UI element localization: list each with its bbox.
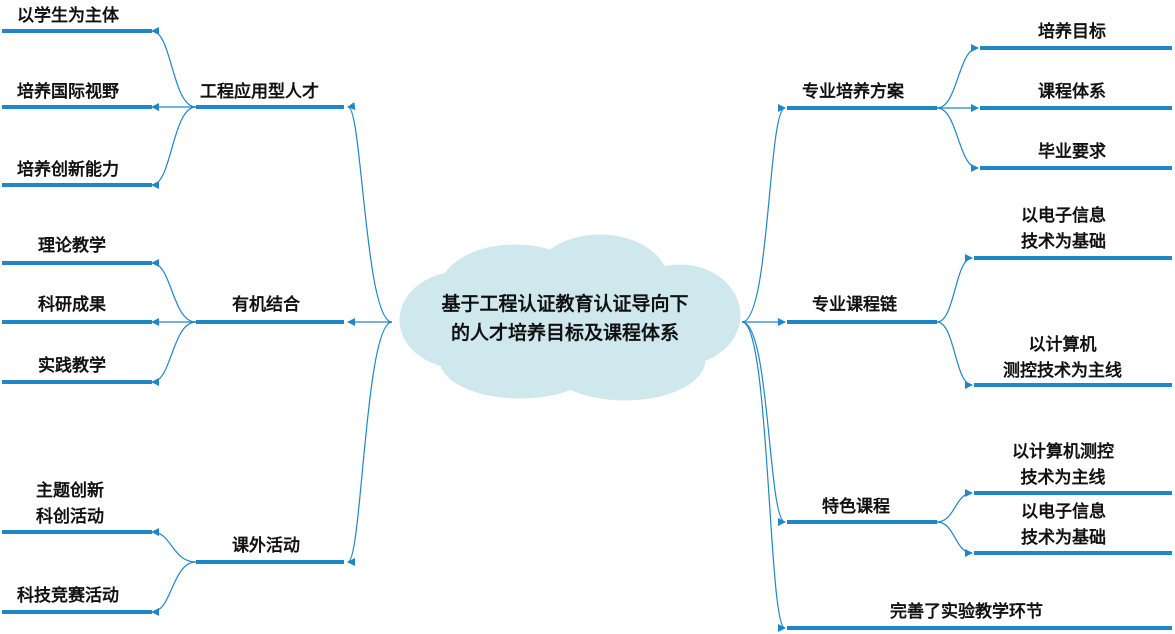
leaf-practice-teaching: 实践教学 — [38, 356, 106, 376]
node-underline — [2, 183, 152, 187]
node-organic-combination: 有机结合 — [232, 295, 300, 315]
link-center-plan — [741, 104, 786, 323]
node-underline — [974, 551, 1172, 555]
leaf-training-goal: 培养目标 — [1038, 22, 1106, 42]
node-experiment-teaching: 完善了实验教学环节 — [890, 602, 1043, 622]
leaf-electronic-info-basis-2: 以电子信息 技术为基础 — [1021, 502, 1106, 548]
leaf-graduation-requirement: 毕业要求 — [1038, 142, 1106, 162]
node-engineering-talent: 工程应用型人才 — [200, 82, 319, 102]
leaf-computer-measure-main-2: 以计算机测控 技术为主线 — [1012, 442, 1114, 488]
leaf-tech-competition: 科技竞赛活动 — [17, 586, 119, 606]
leaf-student-centered: 以学生为主体 — [17, 6, 119, 26]
leaf-research-results: 科研成果 — [38, 295, 106, 315]
node-course-chain: 专业课程链 — [812, 295, 897, 315]
node-underline — [787, 106, 937, 110]
leaf-international-vision: 培养国际视野 — [17, 82, 119, 102]
leaf-course-system: 课程体系 — [1038, 82, 1106, 102]
leaf-electronic-info-basis: 以电子信息 技术为基础 — [1021, 206, 1106, 252]
node-underline — [196, 560, 344, 564]
link-center-experiment — [741, 321, 786, 632]
link-center-engineering — [347, 102, 393, 323]
node-underline — [980, 46, 1172, 50]
node-underline — [2, 530, 152, 534]
leaf-innovation-ability: 培养创新能力 — [17, 160, 119, 180]
node-underline — [196, 320, 344, 324]
node-training-plan: 专业培养方案 — [802, 82, 904, 102]
center-cloud — [399, 234, 741, 401]
node-underline — [974, 383, 1172, 387]
node-underline — [980, 106, 1172, 110]
node-underline — [2, 320, 152, 324]
leaf-theory-teaching: 理论教学 — [38, 236, 106, 256]
center-topic: 基于工程认证教育认证导向下 的人才培养目标及课程体系 — [441, 293, 689, 345]
node-underline — [974, 256, 1172, 260]
node-underline — [2, 261, 152, 265]
node-underline — [787, 626, 1172, 630]
link-center-extracurricular — [347, 321, 393, 566]
link-center-featured — [741, 321, 786, 526]
leaf-theme-innovation: 主题创新 科创活动 — [36, 481, 104, 527]
node-underline — [2, 105, 152, 109]
node-underline — [2, 380, 152, 384]
node-extracurricular: 课外活动 — [232, 536, 300, 556]
leaf-computer-measure-main: 以计算机 测控技术为主线 — [1003, 335, 1122, 381]
node-featured-course: 特色课程 — [822, 497, 890, 517]
node-underline — [196, 105, 344, 109]
node-underline — [974, 491, 1172, 495]
node-underline — [2, 29, 152, 33]
node-underline — [2, 610, 152, 614]
node-underline — [787, 520, 937, 524]
node-underline — [980, 166, 1172, 170]
node-underline — [787, 320, 937, 324]
